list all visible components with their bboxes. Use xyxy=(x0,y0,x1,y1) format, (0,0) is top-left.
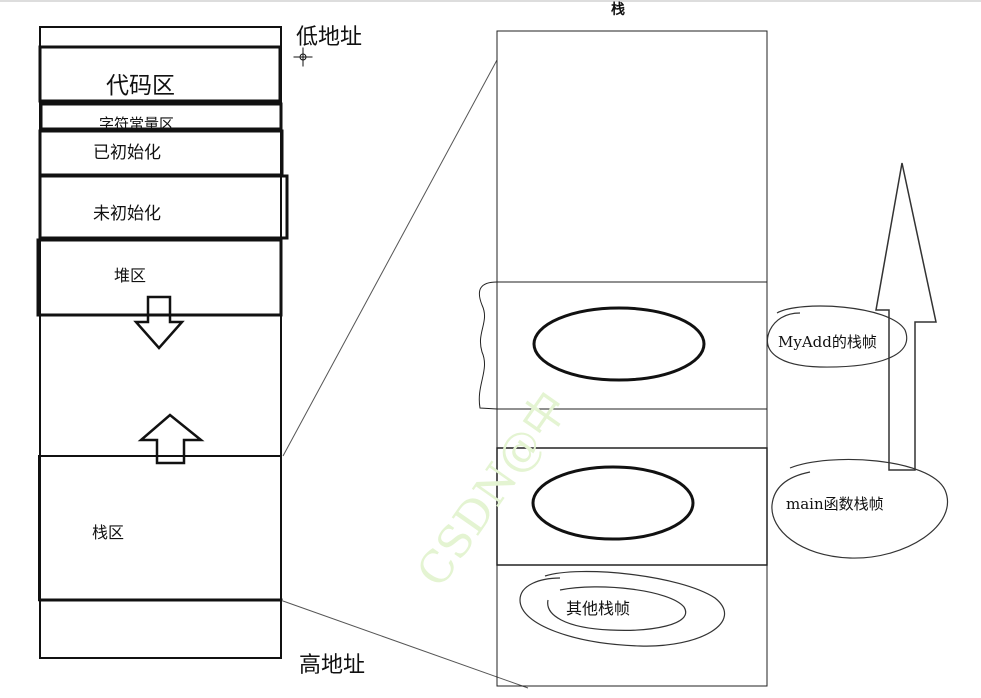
main-scribble xyxy=(771,458,948,559)
other-scribble-outer xyxy=(519,570,726,647)
stack-detail-title: 栈 xyxy=(611,1,625,18)
other-frames-label: 其他栈帧 xyxy=(566,599,630,618)
heap-area-label: 堆区 xyxy=(114,266,146,285)
myadd-scribble xyxy=(766,305,908,368)
string-constant-box xyxy=(39,102,283,131)
myadd-frame-box xyxy=(496,281,768,410)
high-address-label: 高地址 xyxy=(299,653,365,678)
down-arrow-icon xyxy=(133,295,185,350)
stack-growth-arrow-icon xyxy=(875,162,937,471)
myadd-ellipse xyxy=(532,306,706,382)
low-address-label: 低地址 xyxy=(296,25,362,50)
stack-area-box xyxy=(38,455,282,601)
initialized-box xyxy=(38,129,284,177)
initialized-label: 已初始化 xyxy=(93,143,161,163)
watermark: CSDN@中 xyxy=(407,382,578,596)
memory-column xyxy=(36,26,313,659)
code-area-label: 代码区 xyxy=(106,73,175,99)
zoom-line-bottom xyxy=(282,600,529,689)
uninitialized-box xyxy=(38,174,289,240)
other-scribble-inner xyxy=(547,586,687,631)
crosshair-icon xyxy=(293,47,313,67)
uninitialized-label: 未初始化 xyxy=(93,204,161,224)
brace-mark xyxy=(478,281,498,410)
myadd-frame-label: MyAdd的栈帧 xyxy=(778,333,877,351)
main-frame-label: main函数栈帧 xyxy=(786,495,884,513)
main-ellipse xyxy=(531,465,695,541)
stack-detail-outline xyxy=(496,30,768,687)
code-area-box xyxy=(38,45,282,103)
stack-detail xyxy=(478,30,948,687)
up-arrow-icon xyxy=(137,413,205,465)
stack-area-label: 栈区 xyxy=(92,523,124,542)
zoom-line-top xyxy=(282,59,498,457)
memory-column-outline xyxy=(39,26,282,659)
heap-box xyxy=(36,238,283,317)
string-constant-label: 字符常量区 xyxy=(99,115,174,133)
main-frame-box xyxy=(496,447,768,566)
